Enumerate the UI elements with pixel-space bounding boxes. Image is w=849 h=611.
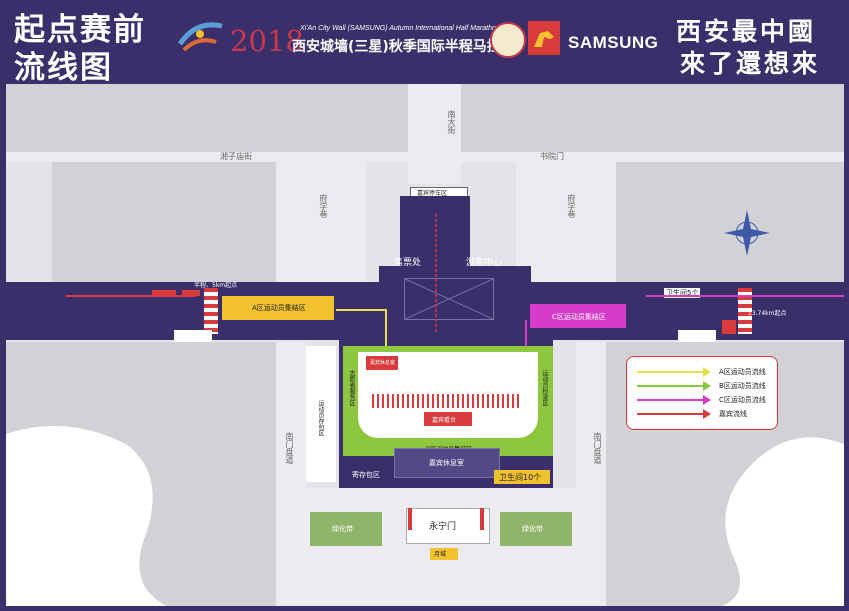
legend-item-c: C区运动员流线 — [637, 395, 766, 405]
service-area-right: 运动员检录区 — [541, 370, 548, 406]
map-area: 湘子庙街 书院门 南大街 府学巷 府学巷 南门盘道 南门盘道 嘉宾停车区 P 售… — [6, 84, 844, 606]
block-top-left — [6, 84, 408, 152]
sign-box-2 — [182, 290, 200, 296]
samsung-emblem — [528, 21, 560, 55]
block-top-right — [461, 84, 844, 152]
block-mid-right — [616, 162, 844, 282]
sign-box-4 — [174, 330, 212, 342]
legend-label-vip: 嘉宾流线 — [719, 410, 747, 418]
c-zone-label: C区运动员集结区 — [552, 313, 606, 321]
toilets-10: 卫生间10个 — [499, 473, 542, 482]
legend-line-a — [637, 367, 711, 377]
street-xianghe: 湘子庙街 — [220, 152, 252, 161]
vip-parking-text: 嘉宾停车区 — [417, 190, 448, 197]
road-left-vertical — [276, 342, 306, 606]
sign-box-1 — [152, 290, 176, 296]
legend-label-a: A区运动员流线 — [719, 368, 766, 376]
vip-rest-bottom: 嘉宾休息室 — [394, 448, 500, 478]
toilets-5: 卫生间5个 — [664, 288, 701, 298]
legend-label-b: B区运动员流线 — [719, 382, 766, 390]
moat-plaza-label: 月城 — [434, 551, 447, 558]
marathon-logo — [176, 16, 228, 56]
gate-marker-right — [480, 508, 484, 530]
a-zone: A区运动员集结区 — [222, 296, 334, 320]
street-nandajie: 南大街 — [447, 110, 456, 134]
seal-emblem — [490, 22, 526, 58]
title-line-2: 流线图 — [14, 50, 113, 86]
gate-marker-left — [408, 508, 412, 530]
sign-box-5 — [678, 330, 716, 342]
logo-english-title: Xi'An City Wall (SAMSUNG) Autumn Interna… — [300, 25, 500, 32]
legend-item-a: A区运动员流线 — [637, 367, 766, 377]
street-nanmen-right: 南门盘道 — [593, 432, 602, 464]
service-area-left: 志愿者服务区 — [348, 370, 355, 406]
horse-icon — [534, 31, 554, 47]
road-right-vertical — [576, 342, 606, 606]
c-zone: C区运动员集结区 — [530, 304, 626, 328]
compass-icon — [724, 210, 770, 256]
road-diag-left — [276, 162, 366, 282]
vip-rest-top: 嘉宾休息室 — [366, 356, 398, 370]
block-mid-left — [52, 162, 276, 282]
distance-marker-label: 13.74km起点 — [748, 310, 787, 317]
gate-plaza — [306, 488, 576, 606]
moat-plaza: 月城 — [430, 548, 458, 560]
toilets-10-box: 卫生间10个 — [494, 470, 550, 484]
slogan-line-2: 來了還想來 — [680, 49, 821, 78]
half-start-label: 半程、5km起点 — [194, 282, 238, 289]
legend-line-vip — [637, 409, 711, 419]
slogan-line-1: 西安最中國 — [676, 17, 817, 46]
legend-line-c — [637, 395, 711, 405]
sponsor-name: SAMSUNG — [568, 33, 659, 52]
baggage-zone-left: 运动员存包区 — [317, 400, 324, 436]
inner-plaza: 嘉宾休息室 嘉宾看台 — [358, 352, 538, 438]
legend-line-b — [637, 381, 711, 391]
vip-stage: 嘉宾看台 — [424, 412, 472, 426]
title-line-1: 起点赛前 — [14, 12, 146, 48]
start-arch-right — [738, 288, 752, 334]
legend-label-c: C区运动员流线 — [719, 396, 766, 404]
legend-item-b: B区运动员流线 — [637, 381, 766, 391]
street-nanmen-left: 南门盘道 — [285, 432, 294, 464]
legend: A区运动员流线 B区运动员流线 C区运动员流线 嘉宾流线 — [626, 356, 778, 430]
visitor-center: 游客中心 — [466, 258, 503, 268]
sign-box-3 — [722, 320, 736, 334]
green-right-label: 绿化带 — [522, 525, 543, 533]
ticket-office: 售票处 — [394, 258, 422, 268]
vip-rest-top-label: 嘉宾休息室 — [370, 360, 396, 366]
legend-item-vip: 嘉宾流线 — [637, 409, 747, 419]
street-shuyuan: 书院门 — [540, 152, 564, 161]
river-left — [6, 426, 166, 606]
logo-year: 2018 — [230, 24, 304, 58]
green-belt-right: 绿化带 — [500, 512, 572, 546]
vip-stage-label: 嘉宾看台 — [432, 417, 457, 424]
gate-tower — [404, 278, 494, 320]
marathon-runner-icon — [177, 22, 223, 52]
yongning-gate: 永宁门 — [406, 508, 490, 544]
vip-rest-bottom-label: 嘉宾休息室 — [429, 459, 464, 467]
start-arch-left — [204, 288, 218, 334]
bag-storage: 寄存包区 — [352, 471, 380, 479]
logo-chinese-title: 西安城墙(三星)秋季国际半程马拉松 — [292, 39, 515, 55]
green-left-label: 绿化带 — [332, 525, 353, 533]
yongning-gate-label: 永宁门 — [429, 522, 457, 532]
north-approach — [400, 196, 470, 270]
river-right — [722, 437, 844, 606]
street-beiyuan: 府学巷 — [567, 194, 576, 218]
a-zone-label: A区运动员集结区 — [252, 304, 306, 312]
seating-rows — [372, 394, 522, 408]
flow-lines — [66, 214, 844, 346]
green-belt-left: 绿化带 — [310, 512, 382, 546]
road-nandajie — [408, 84, 461, 184]
left-strip — [306, 346, 336, 482]
street-fuxue: 府学巷 — [319, 194, 328, 218]
road-diag-right — [516, 162, 616, 282]
